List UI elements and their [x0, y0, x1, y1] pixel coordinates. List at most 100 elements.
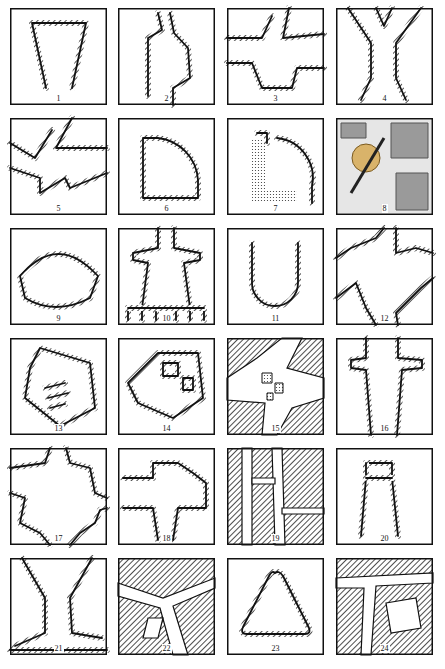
panel-frame	[119, 559, 215, 655]
panel-frame	[119, 339, 215, 435]
plan-panel	[10, 118, 107, 215]
panel-ground	[227, 228, 324, 325]
wall-hatch	[70, 508, 107, 545]
panel-frame	[119, 119, 215, 215]
plan-panel	[227, 228, 324, 325]
panel-ground	[10, 8, 107, 105]
wall-line	[15, 558, 45, 646]
wall-line	[10, 168, 107, 193]
callout-number: 22	[162, 644, 172, 653]
built-ground	[336, 558, 433, 655]
panel-frame	[11, 449, 107, 545]
callout-number: 24	[380, 644, 390, 653]
panel-frame	[337, 559, 433, 655]
callout-number: 17	[54, 534, 64, 543]
callout-number: 4	[382, 94, 388, 103]
wall-line	[242, 572, 309, 634]
panel-ground	[227, 8, 324, 105]
wall-line	[366, 463, 398, 536]
callout-number: 9	[56, 314, 62, 323]
wall-hatch	[128, 353, 203, 418]
wall-line	[283, 8, 324, 38]
wall-hatch	[227, 63, 324, 88]
panel-frame	[119, 9, 215, 105]
block	[396, 173, 428, 210]
panel-frame	[11, 9, 107, 105]
wall-line	[66, 448, 107, 498]
plan-panel	[118, 448, 215, 545]
panel-ground	[227, 448, 324, 545]
open-space	[143, 618, 163, 638]
plan-panel	[227, 448, 324, 545]
callout-number: 12	[380, 314, 390, 323]
callout-number: 10	[162, 314, 172, 323]
wall-line	[361, 463, 366, 536]
callout-number: 5	[56, 204, 62, 213]
panel-ground	[118, 118, 215, 215]
wall-hatch	[10, 493, 50, 545]
wall-hatch	[148, 13, 162, 96]
panel-frame	[337, 449, 433, 545]
wall-hatch	[45, 383, 68, 408]
open-space	[272, 448, 285, 545]
callout-number: 23	[271, 644, 281, 653]
callout-number: 19	[271, 534, 281, 543]
wall-hatch	[252, 243, 298, 306]
photo-ground	[338, 120, 431, 213]
wall-line	[336, 228, 384, 258]
wall-line	[396, 278, 433, 325]
building	[275, 383, 283, 393]
plan-panel	[336, 8, 433, 105]
wall-line	[183, 378, 193, 390]
plan-panel	[227, 118, 324, 215]
wall-line	[170, 13, 190, 105]
callout-number: 7	[273, 204, 279, 213]
wall-line	[351, 338, 371, 435]
wall-hatch	[336, 283, 376, 325]
building	[262, 373, 272, 383]
wall-line	[366, 477, 392, 479]
wall-hatch	[396, 278, 433, 325]
wall-line	[10, 130, 52, 158]
panel-frame	[337, 119, 433, 215]
plan-panel	[10, 338, 107, 435]
wall-hatch	[15, 558, 45, 646]
wall-hatch	[32, 23, 86, 88]
panel-frame	[228, 339, 324, 435]
callout-number: 8	[382, 204, 388, 213]
wall-line	[123, 463, 206, 540]
plan-panel	[118, 118, 215, 215]
built-ground	[227, 338, 324, 435]
callout-number: 20	[380, 534, 390, 543]
callout-number: 18	[162, 534, 172, 543]
open-space	[118, 578, 215, 655]
wall-hatch	[20, 254, 98, 307]
panel-frame	[337, 9, 433, 105]
open-space	[282, 508, 324, 514]
plan-panel	[336, 338, 433, 435]
wall-hatch	[376, 8, 392, 26]
built-ground	[118, 558, 215, 655]
panel-ground	[118, 558, 215, 655]
wall-hatch	[170, 13, 190, 105]
open-space	[252, 478, 275, 484]
plan-panel	[336, 228, 433, 325]
wall-hatch	[183, 378, 193, 390]
wall-hatch	[163, 363, 178, 376]
plan-panel	[118, 228, 215, 325]
wall-hatch	[143, 138, 198, 198]
wall-hatch	[25, 348, 95, 426]
wall-line	[348, 8, 371, 100]
wall-line	[10, 448, 50, 468]
stipple	[252, 138, 297, 203]
wall-line	[148, 13, 162, 96]
wall-hatch	[366, 475, 392, 481]
open-space	[227, 338, 324, 435]
panel-ground	[336, 448, 433, 545]
wall-line	[133, 228, 158, 308]
plan-panel	[118, 558, 215, 655]
wall-line	[25, 348, 95, 426]
open-space	[336, 573, 433, 655]
wall-line	[227, 16, 272, 38]
